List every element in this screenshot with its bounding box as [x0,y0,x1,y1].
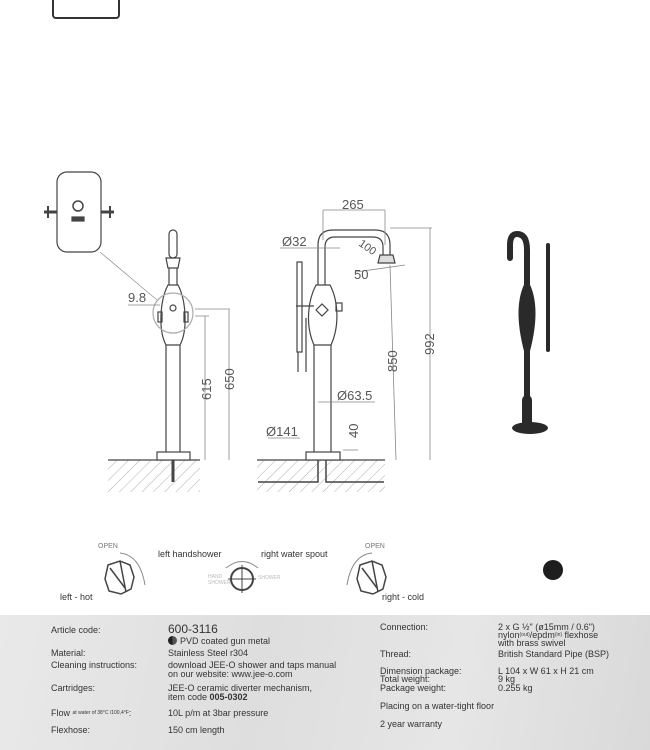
spec-label: Package weight: [380,683,447,693]
open-left-label: OPEN [98,543,118,550]
dim-40: 40 [346,424,361,438]
sup: (out) [519,632,530,638]
connection-value-2b: /epdm [529,630,555,640]
operation-icons [104,552,387,595]
cleaning-value: download JEE-O shower and taps manual [168,660,337,670]
finish-value: PVD coated gun metal [180,636,271,646]
left-handshower-label: left handshower [158,549,222,559]
spec-label: Article code: [51,625,101,635]
item-code: 005-0302 [209,692,248,702]
technical-drawing: 9.8 615 650 265 Ø32 100 50 850 992 Ø63.5… [44,171,550,595]
dim-615: 615 [199,378,214,400]
dim-850: 850 [385,350,400,372]
dim-32: Ø32 [282,234,307,249]
flow-value: 10L p/m at 3bar pressure [168,708,269,718]
front-view [44,171,230,492]
spec-label: Connection: [380,622,429,632]
spec-label: Dimension package: [380,666,462,676]
spec-label: Flexhose: [51,725,91,735]
cartridges-value: JEE-O ceramic diverter mechanism, [168,683,313,693]
color-swatch [543,560,563,580]
spec-label: Total weight: [380,674,431,684]
dim-141: Ø141 [266,424,298,439]
flexhose-value: 150 cm length [168,725,225,735]
open-right-label: OPEN [365,543,385,550]
dim-992: 992 [422,333,437,355]
dim-50: 50 [354,267,368,282]
spec-label: Thread: [380,649,412,659]
spec-label: Cartridges: [51,683,96,693]
right-cold-label: right - cold [382,592,425,602]
material-value: Stainless Steel r304 [168,648,249,658]
spec-label: Cleaning instructions: [51,660,138,670]
connection-value-3: with brass swivel [498,638,566,648]
cleaning-value-2: on our website: www.jee-o.com [168,669,293,679]
connection-value: 2 x G ½" (ø15mm / 0.6") [498,622,595,632]
dim-9-8: 9.8 [128,290,146,305]
dim-265: 265 [342,197,364,212]
specifications-panel: Article code: 600-3116 PVD coated gun me… [0,615,650,750]
spec-label: Flow [51,708,71,718]
placing-note: Placing on a water-tight floor [380,701,495,711]
flow-condition: at water of 38°C /100,4°F [72,710,129,716]
left-hot-label: left - hot [60,592,93,602]
right-water-spout-label: right water spout [261,549,328,559]
thread-value: British Standard Pipe (BSP) [498,649,610,659]
side-view [257,209,432,492]
article-code: 600-3116 [168,622,218,636]
package-weight-value: 0.255 kg [498,683,533,693]
spec-label: Material: [51,648,86,658]
hand-shower-label: HAND SHOWER [208,574,231,586]
warranty-note: 2 year warranty [380,719,443,729]
logo-frame [52,0,120,19]
dim-650: 650 [222,368,237,390]
cartridges-value-2: item code [168,692,210,702]
dim-100: 100 [356,238,378,258]
connection-value-2: nylon [498,630,520,640]
connection-value-2c: flexhose [562,630,599,640]
total-weight-value: 9 kg [498,674,516,684]
dim-63-5: Ø63.5 [337,388,372,403]
product-photo [507,230,550,434]
shower-label: SHOWER [258,575,281,581]
dimension-value: L 104 x W 61 x H 21 cm [498,666,594,676]
finish-icon [168,636,177,645]
sup: (in) [554,632,563,638]
colon: : [128,708,132,718]
